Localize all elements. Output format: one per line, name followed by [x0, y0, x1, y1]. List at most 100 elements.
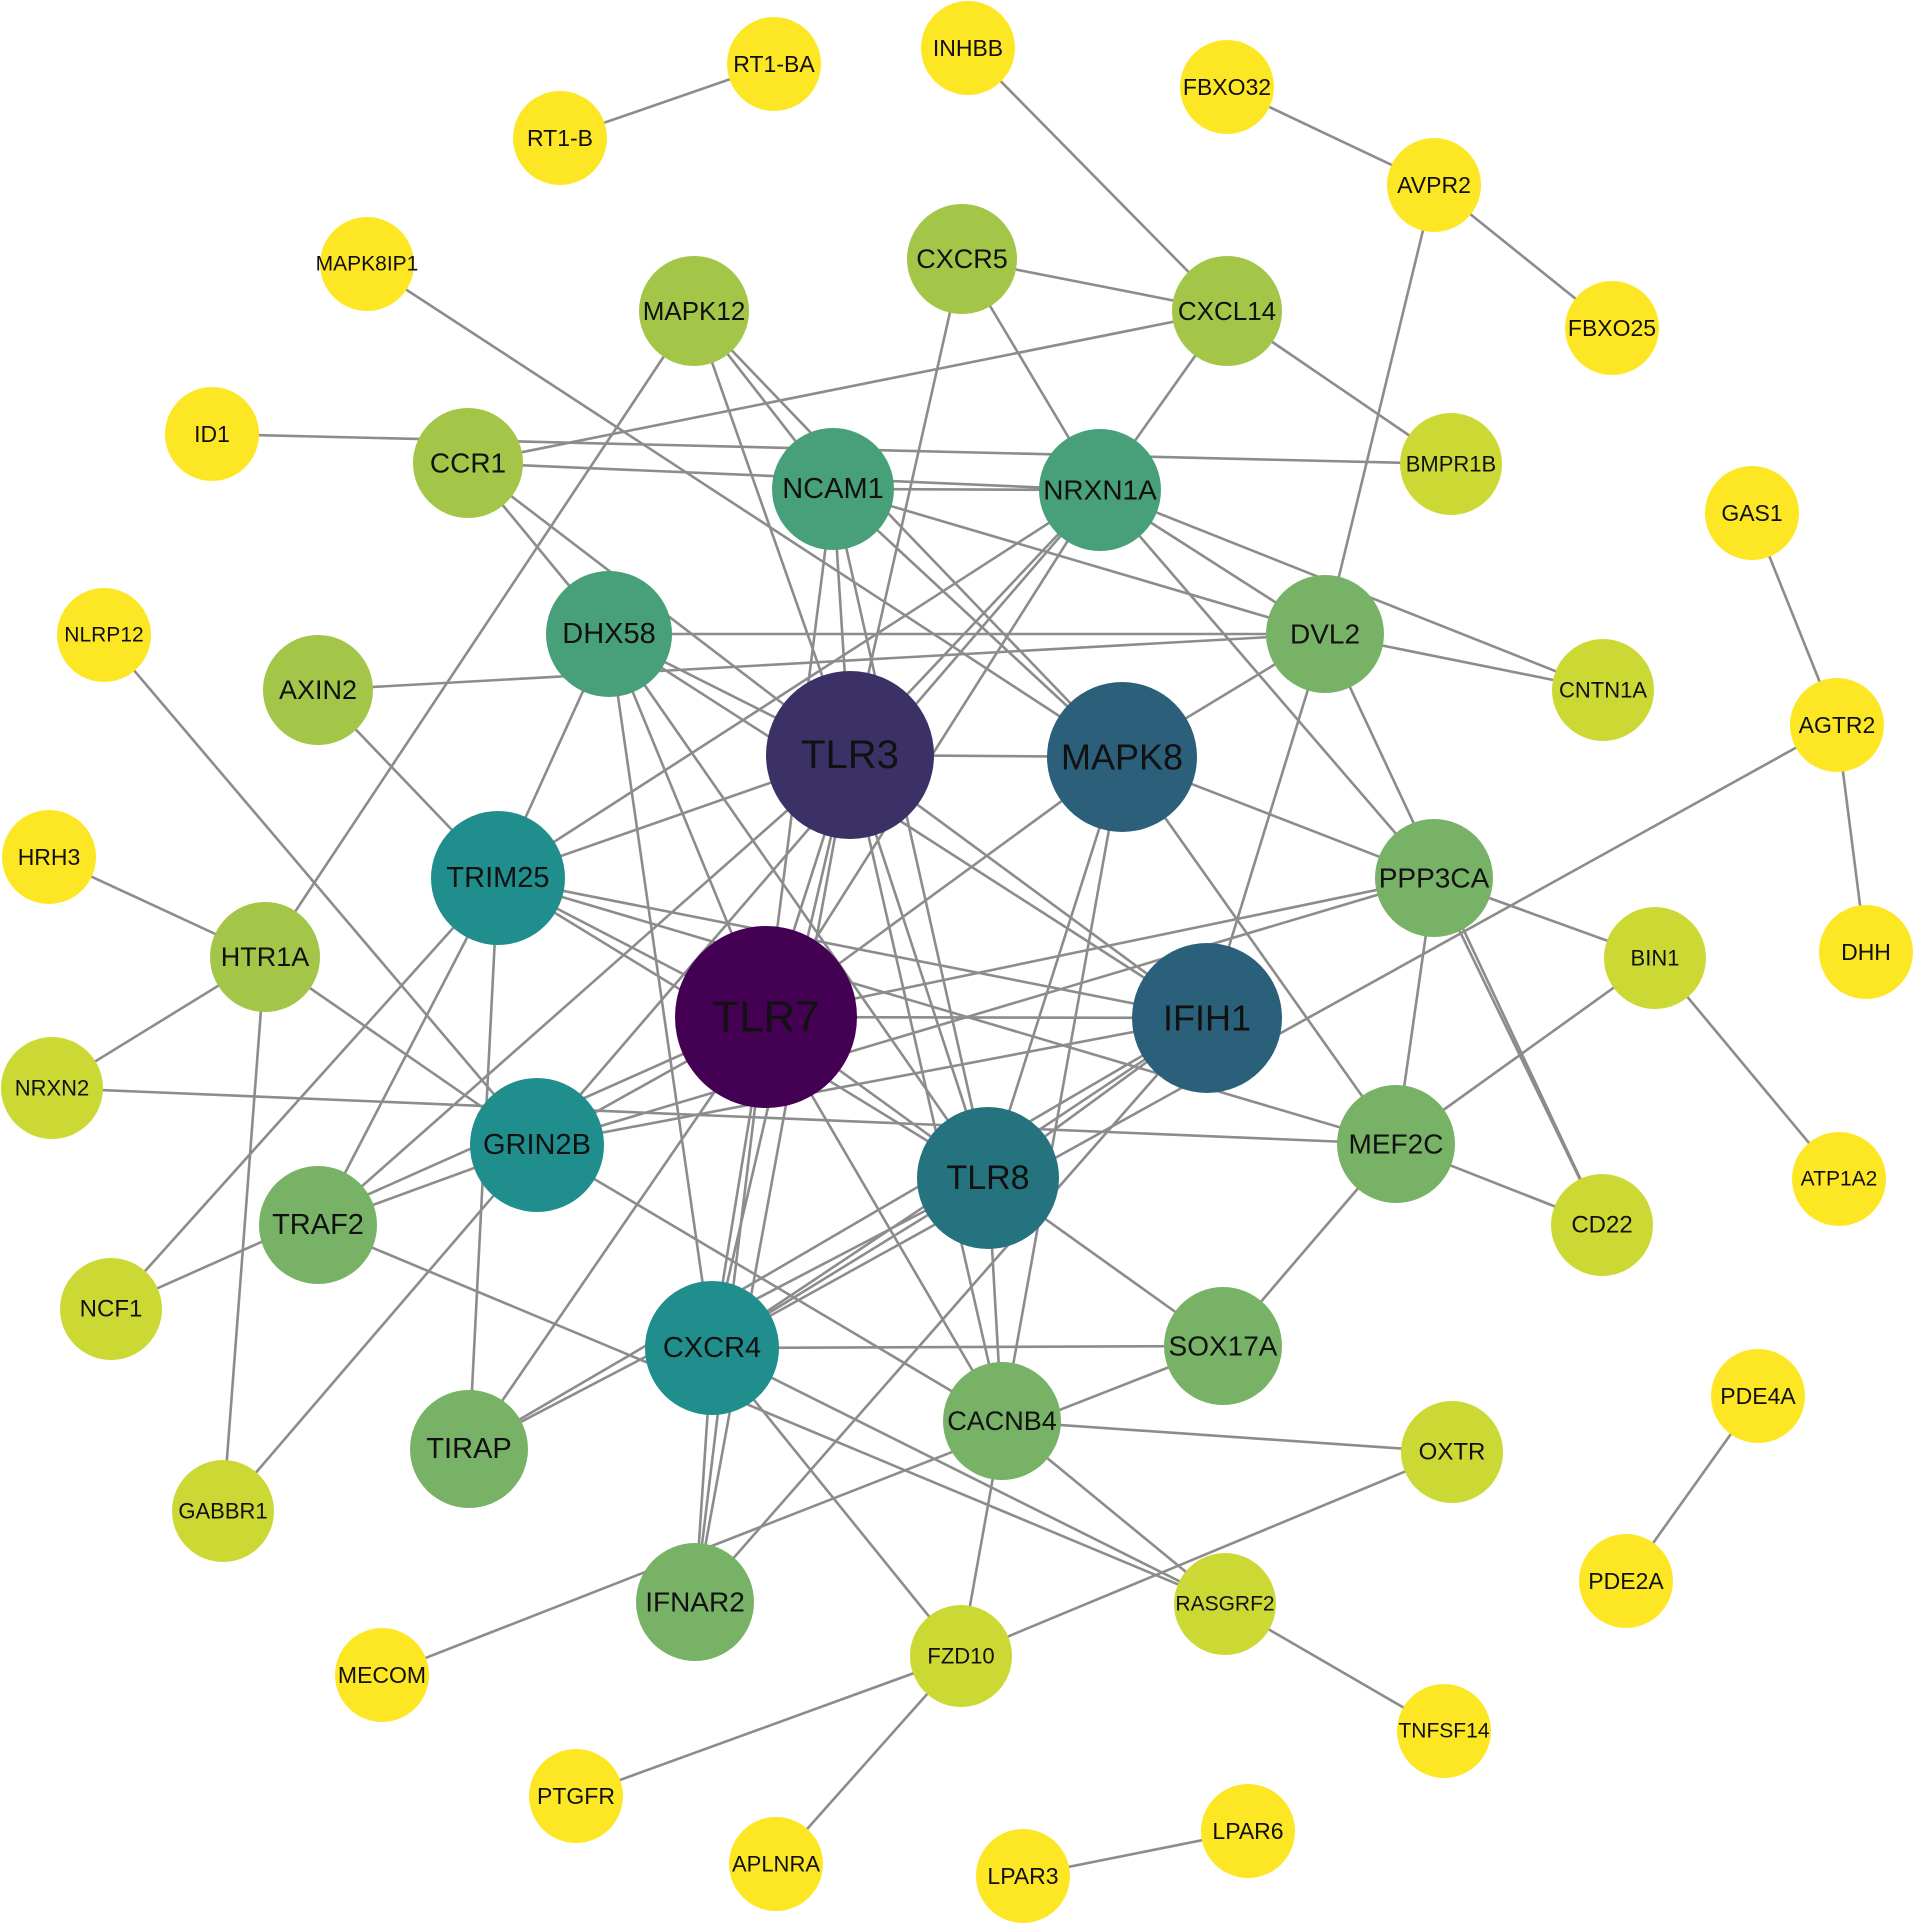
node-mapk8: MAPK8 — [1047, 682, 1197, 832]
node-circle — [529, 1749, 623, 1843]
node-nrxn1a: NRXN1A — [1039, 429, 1161, 551]
edge-cxcr4-rasgrf2 — [711, 1346, 1226, 1606]
node-trim25: TRIM25 — [431, 811, 565, 945]
node-circle — [410, 1390, 528, 1508]
node-circle — [921, 1, 1015, 95]
node-circle — [1164, 1287, 1282, 1405]
node-circle — [1172, 256, 1282, 366]
edge-mapk12-mapk8 — [693, 310, 1123, 758]
node-circle — [1604, 907, 1706, 1009]
node-tnfsf14: TNFSF14 — [1397, 1684, 1491, 1778]
edge-gabbr1-grin2b — [222, 1144, 538, 1512]
node-label: HRH3 — [18, 844, 81, 870]
edge-nrxn1a-ppp3ca — [1099, 489, 1435, 879]
node-circle — [546, 571, 672, 697]
node-label: NCF1 — [80, 1296, 143, 1323]
node-circle — [639, 256, 749, 366]
node-label: NRXN2 — [15, 1076, 90, 1101]
node-circle — [1551, 1174, 1653, 1276]
node-avpr2: AVPR2 — [1387, 138, 1481, 232]
node-circle — [1565, 281, 1659, 375]
node-mapk12: MAPK12 — [639, 256, 749, 366]
node-circle — [1039, 429, 1161, 551]
node-label: APLNRA — [732, 1852, 820, 1877]
node-circle — [2, 810, 96, 904]
node-agtr2: AGTR2 — [1790, 678, 1884, 772]
node-label: NCAM1 — [782, 473, 884, 505]
edge-traf2-tlr3 — [317, 754, 851, 1226]
node-label: IFNAR2 — [645, 1587, 745, 1618]
node-dhh: DHH — [1819, 905, 1913, 999]
node-label: AXIN2 — [279, 675, 357, 705]
edge-ifnar2-tlr3 — [693, 754, 852, 1603]
node-id1: ID1 — [165, 387, 259, 481]
edge-grin2b-cacnb4 — [536, 1143, 1003, 1423]
edge-trim25-nrxn1a — [497, 488, 1101, 880]
node-label: AVPR2 — [1397, 172, 1471, 198]
node-circle — [513, 91, 607, 185]
node-circle — [910, 1605, 1012, 1707]
node-label: BMPR1B — [1406, 452, 1496, 477]
node-label: TIRAP — [426, 1433, 511, 1465]
edge-avpr2-dvl2 — [1323, 184, 1436, 635]
node-circle — [1047, 682, 1197, 832]
node-hrh3: HRH3 — [2, 810, 96, 904]
node-gabbr1: GABBR1 — [172, 1460, 274, 1562]
node-label: NRXN1A — [1043, 475, 1157, 506]
node-tlr8: TLR8 — [917, 1107, 1059, 1249]
node-circle — [1401, 1401, 1503, 1503]
edge-nrxn2-mef2c — [51, 1086, 1397, 1146]
node-label: MECOM — [338, 1662, 426, 1688]
node-circle — [645, 1281, 779, 1415]
edge-grin2b-ppp3ca — [536, 876, 1435, 1147]
node-circle — [60, 1258, 162, 1360]
edge-axin2-dvl2 — [317, 632, 1326, 692]
node-label: DVL2 — [1290, 619, 1360, 650]
node-label: MAPK8 — [1061, 737, 1183, 778]
node-circle — [636, 1543, 754, 1661]
edge-ptgfr-fzd10 — [575, 1654, 962, 1798]
node-label: PPP3CA — [1379, 863, 1490, 894]
node-label: OXTR — [1419, 1439, 1486, 1466]
edge-cxcr4-dhx58 — [607, 633, 714, 1349]
edge-ppp3ca-tlr7 — [765, 876, 1435, 1019]
node-label: GABBR1 — [178, 1499, 267, 1524]
node-tirap: TIRAP — [410, 1390, 528, 1508]
node-label: TRIM25 — [446, 862, 549, 894]
node-label: MEF2C — [1349, 1129, 1444, 1160]
node-label: CXCR4 — [663, 1332, 761, 1364]
node-circle — [1201, 1784, 1295, 1878]
edge-dhx58-tlr8 — [607, 633, 990, 1179]
node-nlrp12: NLRP12 — [57, 588, 151, 682]
node-sox17a: SOX17A — [1164, 1287, 1282, 1405]
node-label: CACNB4 — [947, 1406, 1057, 1436]
node-fbxo25: FBXO25 — [1565, 281, 1659, 375]
edge-cacnb4-oxtr — [1001, 1419, 1453, 1454]
node-circle — [1400, 413, 1502, 515]
edge-fzd10-oxtr — [960, 1450, 1453, 1658]
node-label: NLRP12 — [64, 624, 143, 647]
node-traf2: TRAF2 — [259, 1166, 377, 1284]
node-label: AGTR2 — [1799, 712, 1876, 738]
node-circle — [1579, 1534, 1673, 1628]
node-lpar6: LPAR6 — [1201, 1784, 1295, 1878]
node-circle — [1132, 943, 1282, 1093]
edge-ncam1-dvl2 — [832, 487, 1326, 636]
edge-ncf1-tlr7 — [110, 1015, 767, 1311]
node-cxcl14: CXCL14 — [1172, 256, 1282, 366]
node-htr1a: HTR1A — [210, 902, 320, 1012]
node-circle — [1705, 466, 1799, 560]
node-label: LPAR3 — [987, 1863, 1058, 1889]
node-label: SOX17A — [1169, 1331, 1278, 1362]
node-label: TLR3 — [801, 733, 899, 777]
edge-dvl2-cd22 — [1323, 633, 1604, 1226]
edge-tirap-ifih1 — [468, 1016, 1208, 1451]
edge-nlrp12-grin2b — [103, 634, 538, 1146]
edge-ifih1-grin2b — [536, 1016, 1208, 1147]
node-label: CXCR5 — [916, 244, 1008, 274]
node-circle — [1792, 1132, 1886, 1226]
node-circle — [1, 1037, 103, 1139]
node-fbxo32: FBXO32 — [1180, 40, 1274, 134]
